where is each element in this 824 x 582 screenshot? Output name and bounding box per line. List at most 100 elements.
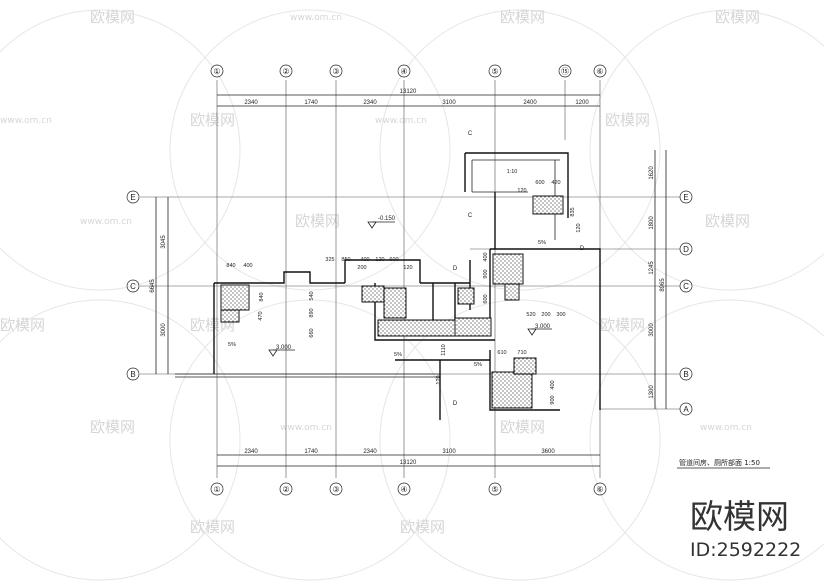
top-axis-labels: ① ② ③ ④ ⑤ ⑮ ⑥ [210, 64, 607, 78]
axis-label: ⑮ [561, 67, 569, 76]
dimension-text: 1800 [649, 216, 655, 230]
watermark-texts: 欧模网 欧模网 欧模网 www.om.cn 欧模网 欧模网 www.om.cn … [0, 8, 760, 536]
bottom-axis-labels: ① ② ③ ④ ⑤ ⑥ [210, 482, 607, 496]
dimension-text: 2340 [363, 449, 377, 455]
dimension-text: 3000 [161, 323, 167, 337]
elevation-text: -0.150 [378, 216, 396, 222]
dimension-text: 3045 [161, 235, 167, 249]
dimension-text: 1110 [441, 344, 447, 355]
watermark-id: ID:2592222 [690, 539, 801, 561]
dimension-text: 840 [259, 292, 265, 301]
dimension-text: 400 [550, 380, 556, 389]
dimension-text: 120 [436, 375, 442, 384]
hatched-blocks [220, 195, 564, 409]
section-marker: D [580, 246, 585, 252]
dimension-text: 400 [243, 263, 252, 269]
dimension-text: 3600 [541, 449, 555, 455]
watermark-brand: 欧模网 [295, 212, 340, 230]
dimension-text: 2340 [244, 100, 258, 106]
slope-text: 5% [474, 362, 482, 368]
dimension-text: 900 [550, 395, 556, 404]
right-axis-labels: E D C B A [679, 190, 693, 416]
dimension-text: 420 [551, 180, 560, 186]
axis-label: A [683, 405, 689, 414]
dimension-text: 1200 [575, 100, 589, 106]
watermark-brand: 欧模网 [190, 111, 235, 129]
dimension-text: 120 [576, 223, 582, 232]
axis-label: C [130, 282, 136, 291]
watermark-brand: 欧模网 [705, 212, 750, 230]
dimension-text: 850 [341, 257, 350, 263]
axis-label: B [130, 370, 135, 379]
axis-label: ⑤ [491, 485, 498, 494]
dimension-text: 200 [541, 312, 550, 318]
dimension-text: 600 [535, 180, 544, 186]
slope-text: 5% [228, 342, 236, 348]
axis-label: ⑤ [491, 67, 498, 76]
dimension-text: 610 [497, 350, 506, 356]
top-dimension-line: 13120 2340 1740 2340 3100 2400 1200 [217, 89, 600, 107]
axis-label: B [683, 370, 688, 379]
watermark-brand: 欧模网 [400, 518, 445, 536]
right-dimension-line: 1620 1800 1245 8965 3000 1300 [649, 150, 667, 409]
watermark-url: www.om.cn [375, 116, 427, 126]
dimension-text: 1620 [649, 166, 655, 180]
section-marker: C [468, 131, 473, 137]
watermark-url: www.om.cn [0, 116, 52, 126]
dimension-text: 325 [325, 257, 334, 263]
elevation-marks: -0.150 3.000 3.000 [268, 216, 552, 357]
watermark-url: www.om.cn [280, 423, 332, 433]
watermark-url: www.om.cn [700, 423, 752, 433]
watermark-brand: 欧模网 [190, 518, 235, 536]
bottom-dimension-line: 2340 1740 2340 3100 3600 13120 [217, 449, 600, 467]
dimension-text: 600 [483, 294, 489, 303]
dimension-text: 13120 [400, 89, 417, 95]
watermark-url: www.om.cn [290, 13, 342, 23]
drawing-title: 管道间房、厕所部面 1:50 [679, 458, 760, 467]
axis-label: ④ [400, 485, 407, 494]
axis-label: D [683, 245, 689, 254]
dimension-text: 120 [375, 257, 384, 263]
dimension-text: 840 [226, 263, 235, 269]
elevation-text: 3.000 [535, 324, 551, 330]
watermark-brand: 欧模网 [500, 418, 545, 436]
axis-label: ④ [400, 67, 407, 76]
axis-label: ③ [332, 485, 339, 494]
dimension-text: 3100 [442, 449, 456, 455]
dimension-text: 2340 [244, 449, 258, 455]
axis-label: C [683, 282, 689, 291]
axis-label: E [683, 193, 688, 202]
dimension-text: 120 [403, 265, 412, 271]
watermark-brand: 欧模网 [500, 8, 545, 26]
watermark-pattern [0, 9, 824, 581]
dimension-text: 400 [483, 252, 489, 261]
dimension-text: 660 [309, 328, 315, 337]
dimension-text: 835 [570, 207, 576, 216]
dimension-text: 520 [526, 312, 535, 318]
watermark-brand: 欧模网 [0, 316, 45, 334]
axis-label: ② [282, 485, 289, 494]
watermark-brand: 欧模网 [605, 111, 650, 129]
axis-label: ① [213, 485, 220, 494]
watermark-brand: 欧模网 [715, 8, 760, 26]
dimension-text: 8965 [660, 278, 666, 292]
dimension-text: 470 [258, 311, 264, 320]
dimension-text: 890 [309, 308, 315, 317]
dimension-text: 13120 [400, 460, 417, 466]
dimension-text: 2340 [363, 100, 377, 106]
dimension-text: 710 [517, 350, 526, 356]
inner-annotations: 840 400 840 470 325 850 400 120 600 200 … [226, 131, 584, 407]
watermark-logo: 欧模网 [690, 497, 789, 536]
dimension-text: 1740 [304, 449, 318, 455]
section-marker: D [453, 266, 458, 272]
dimension-text: 2400 [523, 100, 537, 106]
dimension-text: 6645 [150, 279, 156, 293]
section-marker: C [468, 213, 473, 219]
axis-label: ① [213, 67, 220, 76]
dimension-text: 540 [309, 291, 315, 300]
watermark-url: www.om.cn [80, 217, 132, 227]
elevation-text: 3.000 [276, 345, 292, 351]
dimension-text: 200 [357, 265, 366, 271]
dimension-text: 1740 [304, 100, 318, 106]
